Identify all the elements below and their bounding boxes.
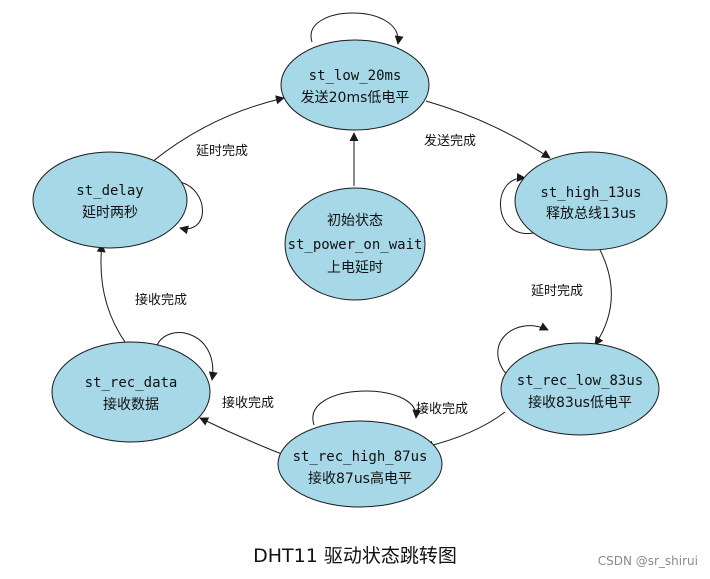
edge-low20-to-high13 [425,100,551,159]
state-name: st_rec_high_87us [293,449,428,465]
state-node-low83: st_rec_low_83us 接收83us低电平 [500,342,660,436]
self-loop-recdata [155,332,218,381]
state-node-high87: st_rec_high_87us 接收87us高电平 [277,420,443,508]
state-node-delay: st_delay 延时两秒 [32,151,188,249]
edge-high87-to-recdata [199,417,293,459]
edge-high13-to-low83 [594,249,612,346]
edge-label-high13-low83: 延时完成 [531,284,583,299]
self-loop-low83 [497,322,549,377]
state-node-recdata: st_rec_data 接收数据 [51,341,211,443]
self-loops [155,12,549,426]
self-loop-low20 [310,12,404,45]
state-name: st_high_13us [540,185,641,201]
edge-label-recdata-delay: 接收完成 [135,292,187,308]
self-loop-high87 [312,390,422,426]
state-label-initial: 初始状态 [327,212,383,229]
edge-label-low20-high13: 发送完成 [424,133,476,149]
state-description: 接收数据 [103,396,159,413]
state-description: 释放总线13us [546,206,636,222]
state-description: 接收83us低电平 [528,394,632,411]
state-nodes: st_low_20ms 发送20ms低电平 st_high_13us 释放总线1… [32,39,668,508]
state-node-low20: st_low_20ms 发送20ms低电平 [280,39,430,131]
state-description: 延时两秒 [82,205,138,221]
state-name: st_delay [76,183,143,199]
state-name: st_power_on_wait [288,237,423,253]
edge-low83-to-high87 [424,411,506,450]
edge-label-delay-low20: 延时完成 [196,144,248,159]
state-name: st_rec_data [85,375,178,391]
state-node-power: 初始状态 st_power_on_wait 上电延时 [284,187,426,301]
state-description: 接收87us高电平 [308,470,412,487]
self-loop-high13 [500,173,535,234]
state-node-high13: st_high_13us 释放总线13us [514,151,668,251]
edge-recdata-to-delay [96,243,126,343]
watermark: CSDN @sr_shirui [597,554,698,568]
edge-labels: 发送完成 延时完成 接收完成 接收完成 接收完成 延时完成 [135,133,583,417]
edge-label-low83-high87: 接收完成 [416,401,468,417]
diagram-caption: DHT11 驱动状态跳转图 [253,545,457,567]
state-description: 发送20ms低电平 [301,90,410,106]
edge-label-high87-recdata: 接收完成 [222,395,274,411]
state-name: st_rec_low_83us [517,373,643,389]
self-loop-delay [179,181,203,235]
state-description: 上电延时 [327,260,383,276]
state-name: st_low_20ms [309,68,402,84]
edge-delay-to-low20 [151,95,285,163]
